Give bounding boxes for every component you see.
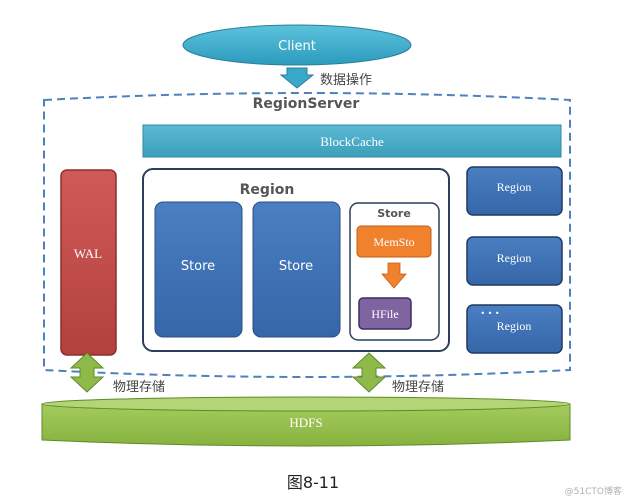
- side-region-1-label: Region: [497, 180, 532, 194]
- figure-caption: 图8-11: [287, 473, 339, 492]
- store-1-label: Store: [181, 259, 215, 274]
- region-server-title: RegionServer: [253, 96, 360, 112]
- memstore-box: MemSto: [356, 225, 432, 258]
- side-region-2-label: Region: [497, 251, 532, 265]
- side-region-1: Region: [466, 166, 563, 216]
- client-label: Client: [278, 39, 316, 54]
- hfile-label: HFile: [371, 307, 398, 321]
- block-cache-label: BlockCache: [320, 134, 384, 149]
- physical-storage-label-2: 物理存储: [392, 380, 444, 395]
- side-region-3: • • • Region: [466, 304, 563, 354]
- side-region-2: Region: [466, 236, 563, 286]
- client-node: Client: [182, 24, 412, 66]
- store-2-label: Store: [279, 259, 313, 274]
- physical-storage-arrow-1: [69, 352, 105, 393]
- wal-block: WAL: [60, 169, 117, 356]
- watermark: @51CTO博客: [565, 485, 622, 497]
- hfile-box: HFile: [358, 297, 412, 330]
- block-cache: BlockCache: [142, 124, 562, 158]
- store-2: Store: [252, 201, 341, 338]
- hdfs-label: HDFS: [289, 415, 322, 430]
- ellipsis-mark: • • •: [480, 309, 499, 318]
- memstore-label: MemSto: [373, 235, 414, 249]
- region-server-container: [43, 92, 571, 378]
- physical-storage-arrow-2: [351, 352, 387, 393]
- store-detail-title: Store: [377, 207, 411, 220]
- data-operation-arrow: [279, 67, 315, 89]
- flush-arrow: [381, 262, 407, 289]
- hdfs-storage: HDFS: [41, 396, 571, 447]
- region-main-title: Region: [240, 182, 295, 198]
- side-region-3-label: Region: [497, 319, 532, 333]
- physical-storage-label-1: 物理存储: [113, 380, 165, 395]
- wal-label: WAL: [74, 246, 102, 261]
- store-1: Store: [154, 201, 243, 338]
- data-operation-label: 数据操作: [320, 72, 372, 88]
